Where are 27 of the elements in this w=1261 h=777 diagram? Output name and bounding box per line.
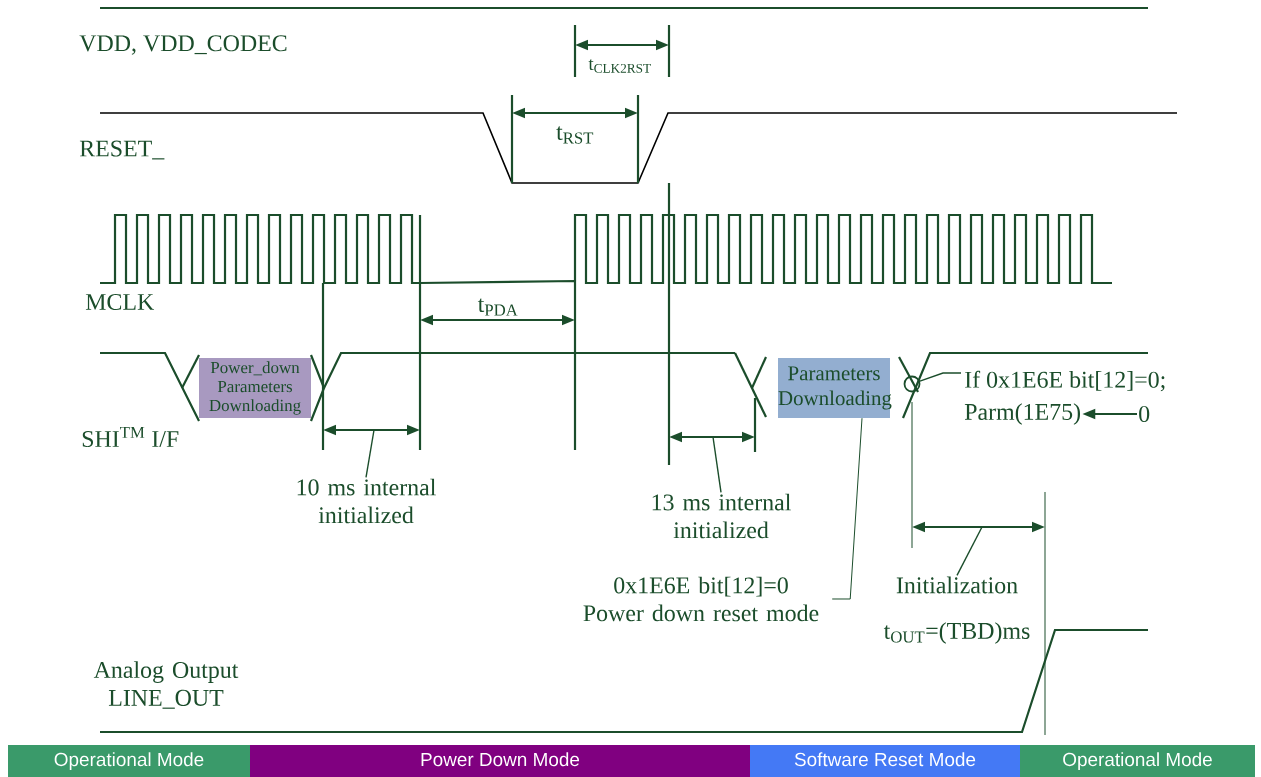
timing-note: 10 ms internal initialized [297, 478, 436, 524]
note-text: 0 [1139, 405, 1150, 423]
mode-band: Power Down Mode [250, 745, 750, 777]
timing-label: t$_{RST}$ [556, 126, 594, 144]
timing-note: 13 ms internal initialized [652, 493, 791, 539]
mode-note: 0x1E6E bit[12]=0 Power down reset mode [583, 576, 819, 622]
leader-line [831, 417, 863, 600]
signal-name: RESET_ [79, 140, 165, 160]
leader-line [365, 429, 375, 479]
signal-name: SHI$^{TM}$ I/F [82, 426, 179, 448]
signal-name: Analog Output LINE_OUT [93, 661, 239, 709]
leader-line [919, 372, 962, 382]
process-box: Power_down Parameters Downloading [199, 358, 311, 418]
marker-circle [903, 375, 921, 393]
timing-label: t$_{CLK2RST}$ [588, 59, 651, 73]
timing-label: t$_{PDA}$ [477, 298, 518, 316]
mode-band: Operational Mode [1020, 745, 1255, 777]
timing-label: t$_{OUT}$=(TBD)ms [883, 622, 1030, 644]
signal-name: VDD, VDD_CODEC [79, 35, 287, 55]
leader-line [712, 436, 722, 494]
timing-note: Initialization [896, 576, 1018, 594]
signal-name: MCLK [85, 293, 155, 311]
mode-band: Software Reset Mode [750, 745, 1020, 777]
mode-band: Operational Mode [8, 745, 250, 777]
note-text: Parm(1E75) [964, 403, 1080, 425]
leader-line [956, 526, 983, 577]
note-text: If 0x1E6E bit[12]=0; [965, 370, 1165, 392]
